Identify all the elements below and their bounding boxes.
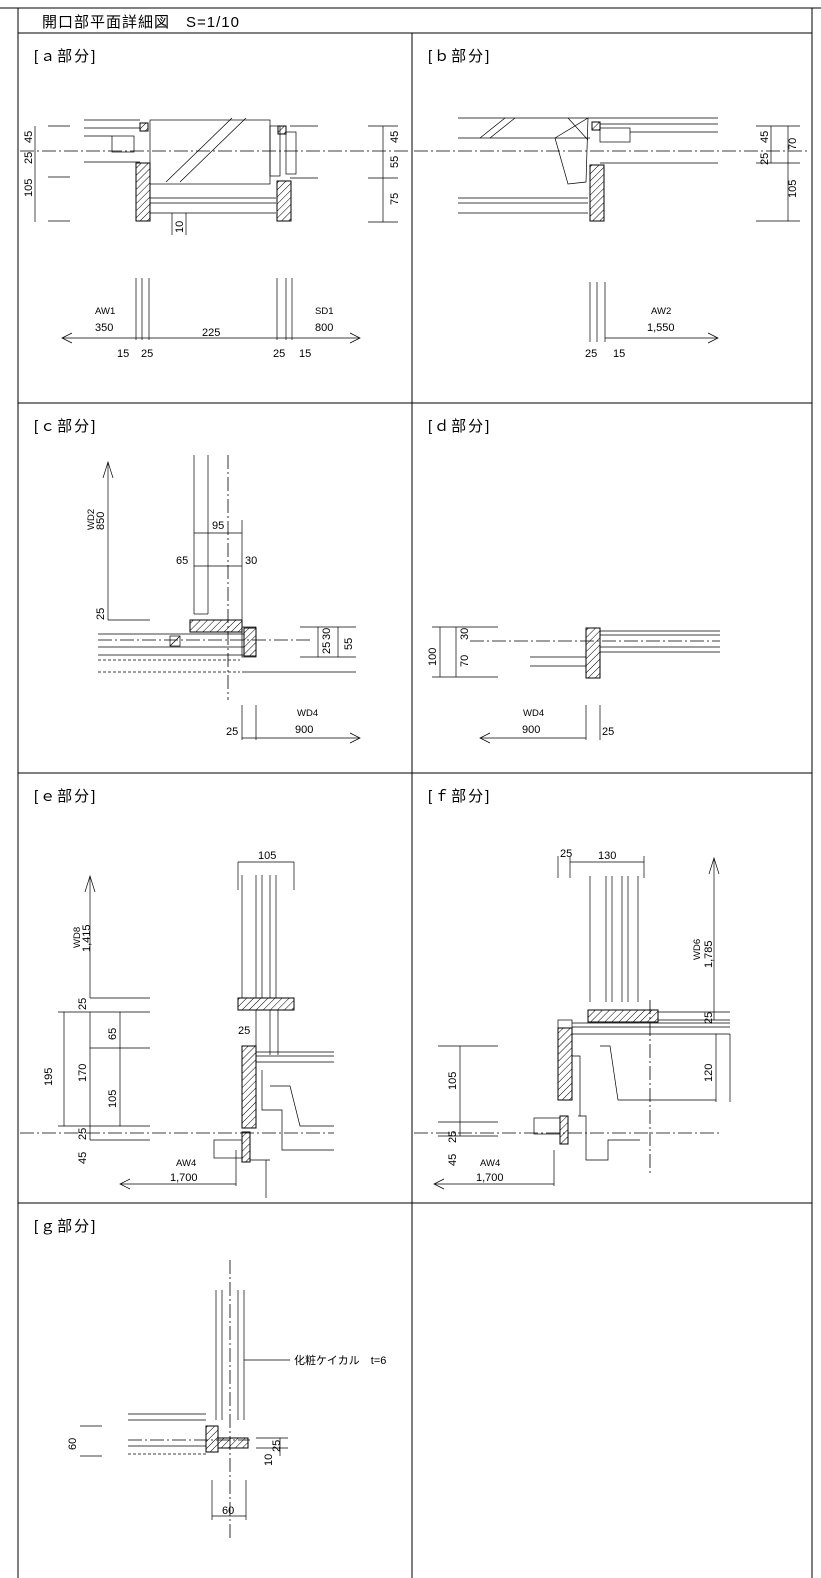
code-aw4-mark-f: AW4 [480, 1158, 500, 1169]
panel-label-d: [ｄ部分] [428, 418, 492, 435]
dim-g-25: 25 [271, 1440, 283, 1452]
dim-a-55-right: 55 [389, 156, 401, 168]
dim-e-65: 65 [107, 1028, 119, 1040]
dim-b-15-bottom: 15 [613, 348, 625, 360]
dim-f-45: 45 [447, 1154, 459, 1166]
dim-e-170: 170 [77, 1064, 89, 1082]
dim-e-45: 45 [77, 1152, 89, 1164]
dim-f-105: 105 [447, 1072, 459, 1090]
code-wd6-size: 1,785 [703, 940, 715, 968]
dim-g-60-left: 60 [67, 1438, 79, 1450]
detail-f [414, 856, 731, 1190]
dim-b-25-bottom: 25 [585, 348, 597, 360]
dim-d-30: 30 [459, 628, 471, 640]
panel-label-g: [ｇ部分] [34, 1218, 98, 1235]
code-wd4-size-d: 900 [522, 724, 540, 736]
dim-c-25-left: 25 [95, 608, 107, 620]
dim-d-100: 100 [427, 648, 439, 666]
code-wd4-mark-d: WD4 [523, 708, 544, 719]
panel-label-b: [ｂ部分] [428, 48, 492, 65]
dimension-labels: 45 25 105 45 55 75 10 15 25 225 25 15 AW… [23, 131, 799, 1517]
code-aw2-mark: AW2 [651, 306, 671, 317]
code-aw4-size-e: 1,700 [170, 1172, 198, 1184]
dim-e-25-mid: 25 [238, 1025, 250, 1037]
detail-c [98, 455, 361, 744]
dim-a-25-left: 25 [23, 152, 35, 164]
code-wd6-mark: WD6 [692, 939, 703, 960]
dim-a-225: 225 [202, 327, 220, 339]
code-aw2-size: 1,550 [647, 322, 675, 334]
detail-b [414, 117, 810, 344]
dim-a-45-right: 45 [389, 131, 401, 143]
panel-label-a: [ａ部分] [34, 48, 98, 65]
dim-a-75-right: 75 [389, 193, 401, 205]
code-wd8-size: 1,415 [81, 924, 93, 952]
dim-a-105-left: 105 [23, 179, 35, 197]
panel-label-f: [ｆ部分] [428, 788, 492, 805]
dim-g-10: 10 [263, 1454, 275, 1466]
dim-f-25-right: 25 [703, 1012, 715, 1024]
dim-e-25-bottom: 25 [77, 1128, 89, 1140]
dim-f-25-top: 25 [560, 848, 572, 860]
dim-b-70: 70 [787, 138, 799, 150]
dim-c-95: 95 [212, 520, 224, 532]
detail-e [20, 861, 334, 1198]
code-aw1-size: 350 [95, 322, 113, 334]
code-aw4-size-f: 1,700 [476, 1172, 504, 1184]
dim-a-45-left: 45 [23, 131, 35, 143]
dim-c-55: 55 [343, 638, 355, 650]
panel-label-c: [ｃ部分] [34, 418, 98, 435]
detail-d [432, 626, 720, 744]
dim-b-45: 45 [759, 131, 771, 143]
detail-a [20, 117, 410, 344]
dim-c-25-right: 25 [321, 642, 333, 654]
detail-g [80, 1260, 290, 1540]
dim-d-70: 70 [459, 655, 471, 667]
code-wd2-size: 850 [95, 512, 107, 530]
dim-b-25: 25 [759, 153, 771, 165]
code-aw4-mark-e: AW4 [176, 1158, 196, 1169]
dim-c-65: 65 [176, 555, 188, 567]
dim-b-105: 105 [787, 180, 799, 198]
code-wd8-mark: WD8 [72, 927, 83, 948]
drawing-title: 開口部平面詳細図 S=1/10 [42, 14, 240, 31]
dim-a-10: 10 [174, 221, 186, 233]
code-wd4-size-c: 900 [295, 724, 313, 736]
dim-a-25-right: 25 [273, 348, 285, 360]
code-aw1-mark: AW1 [95, 306, 115, 317]
dim-e-195: 195 [43, 1068, 55, 1086]
dim-e-105: 105 [107, 1090, 119, 1108]
code-sd1-size: 800 [315, 322, 333, 334]
dim-c-30: 30 [245, 555, 257, 567]
code-wd2-mark: WD2 [86, 509, 97, 530]
dim-g-60-bottom: 60 [222, 1505, 234, 1517]
dim-c-25-bottom: 25 [226, 726, 238, 738]
code-wd4-mark-c: WD4 [297, 708, 318, 719]
dim-e-105-top: 105 [258, 850, 276, 862]
code-sd1-mark: SD1 [315, 306, 333, 317]
grid-lines [0, 7, 821, 1578]
dim-d-25: 25 [602, 726, 614, 738]
dim-a-25-left-b: 25 [141, 348, 153, 360]
dim-a-15-right: 15 [299, 348, 311, 360]
dim-f-25-bottom: 25 [447, 1131, 459, 1143]
dim-e-25-top: 25 [77, 998, 89, 1010]
dim-f-120: 120 [703, 1064, 715, 1082]
panel-label-e: [ｅ部分] [34, 788, 98, 805]
dim-a-15-left: 15 [117, 348, 129, 360]
note-g-finish: 化粧ケイカル t=6 [294, 1353, 386, 1367]
dim-c-30-right: 30 [321, 628, 333, 640]
dim-f-130: 130 [598, 850, 616, 862]
